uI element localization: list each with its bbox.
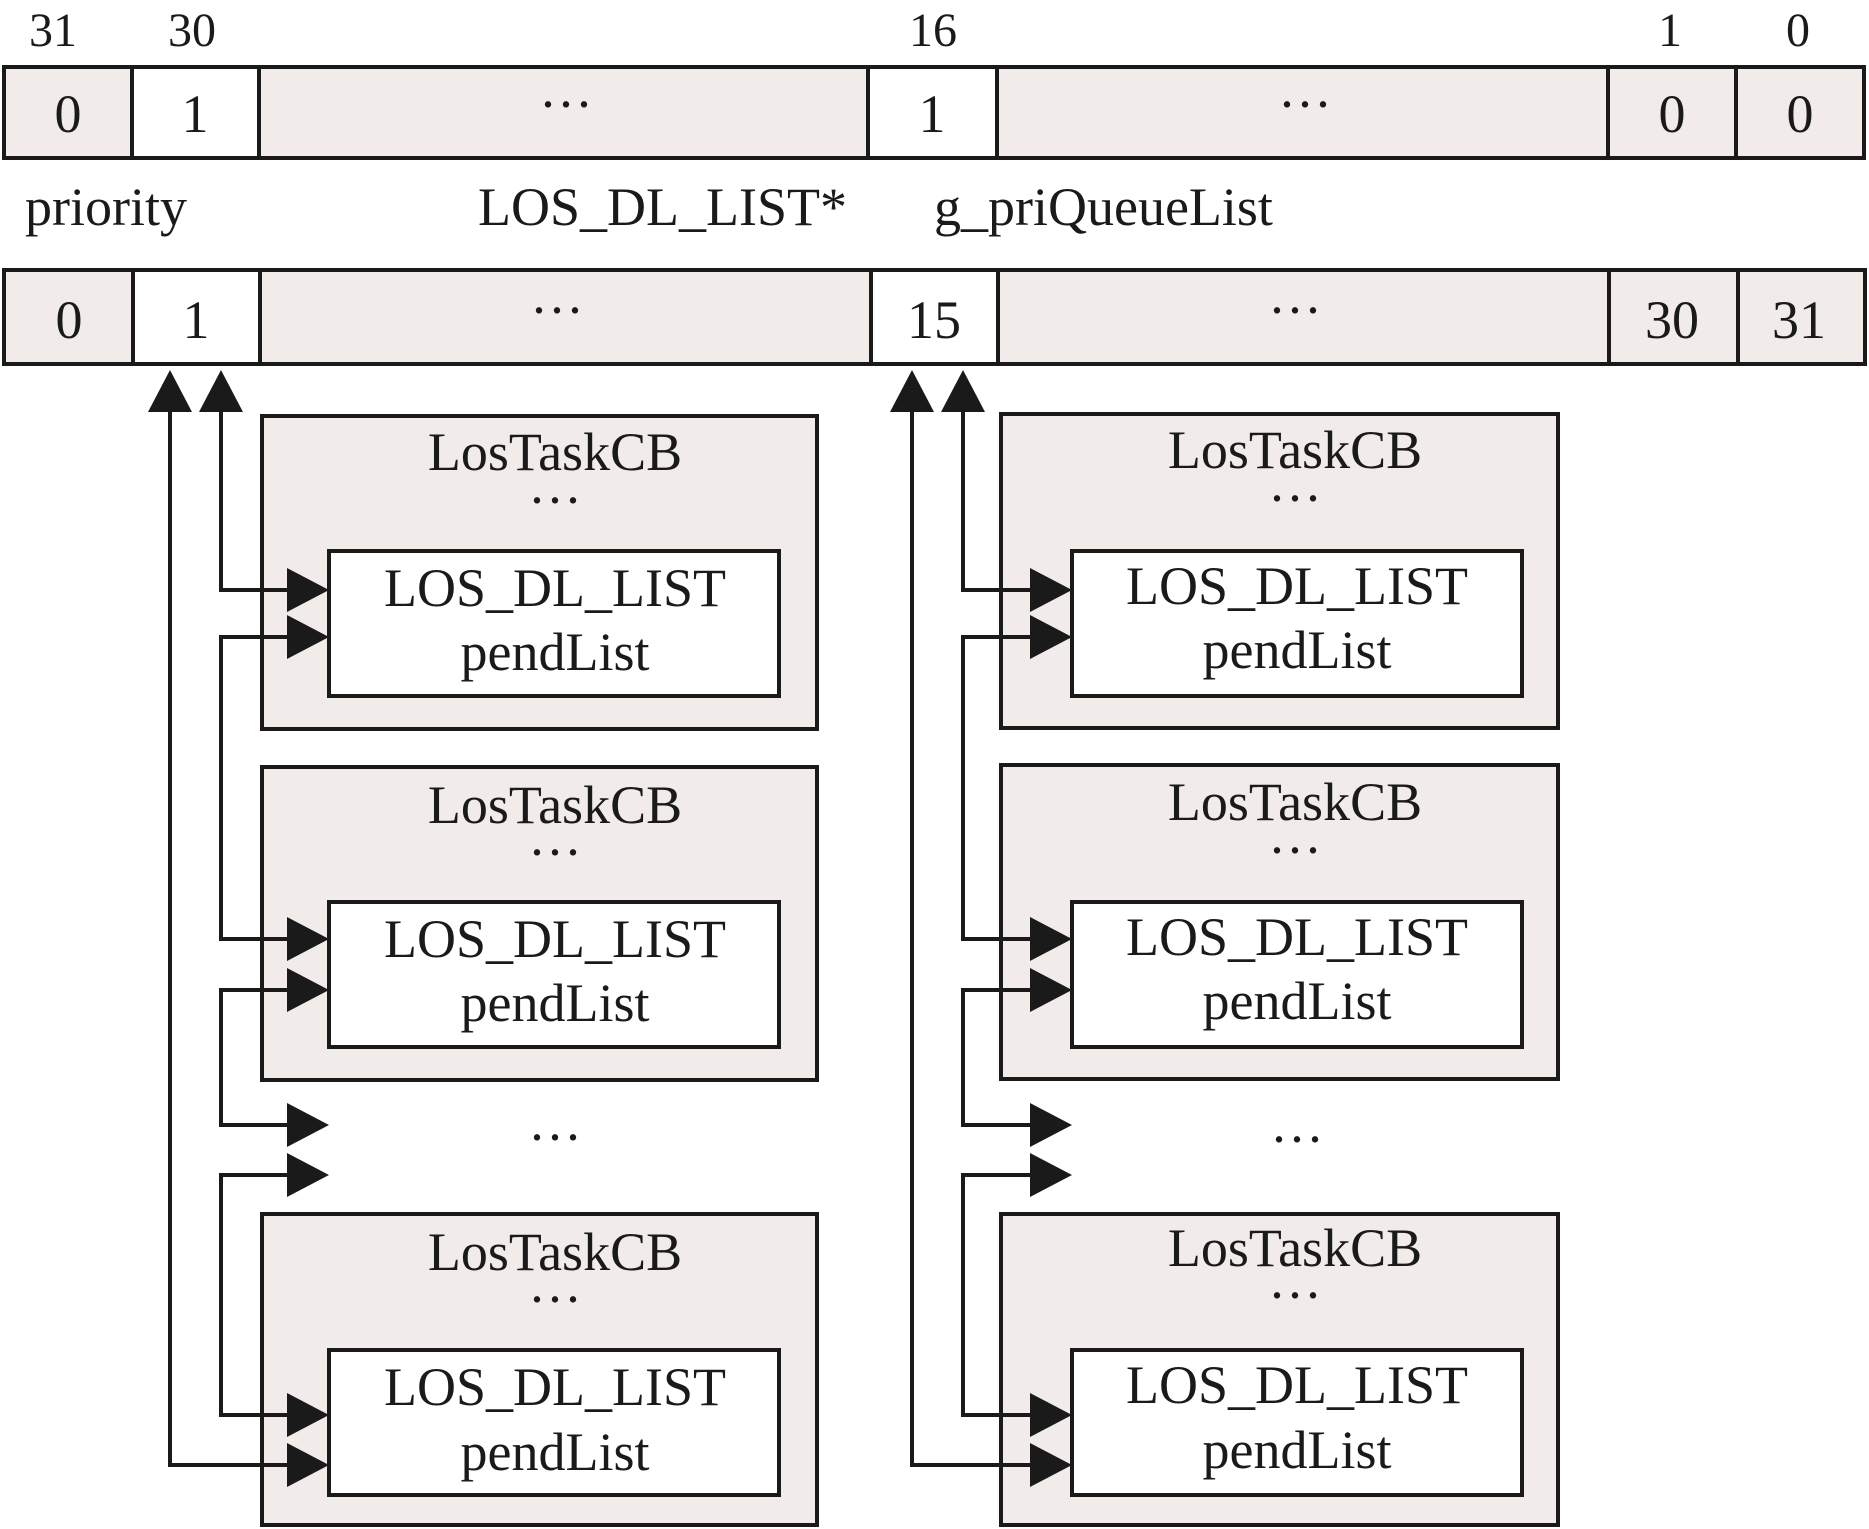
task-box-ellipsis: ···: [528, 822, 582, 882]
bit-label-1: 1: [1658, 4, 1682, 57]
doubly-linked-list-links: [890, 370, 1072, 1487]
priority-queue-list: 0 1 ··· 15 ··· 30 31: [2, 268, 1867, 366]
pend-list-name: pendList: [461, 1422, 650, 1482]
task-box-ellipsis: ···: [1268, 468, 1322, 528]
pend-list-node: [1070, 900, 1524, 1049]
queue-value-gap1: ···: [530, 280, 584, 340]
pend-list-type: LOS_DL_LIST: [1126, 1355, 1468, 1415]
pend-list-node: [327, 1348, 781, 1497]
task-box-title: LosTaskCB: [428, 1222, 682, 1282]
bitmap-cell-bit0: [1734, 65, 1866, 160]
task-box: LosTaskCB ··· LOS_DL_LIST pendList: [999, 412, 1560, 730]
bit-label-0: 0: [1786, 4, 1810, 57]
task-box: LosTaskCB ··· LOS_DL_LIST pendList: [999, 1212, 1560, 1527]
bit-label-30: 30: [168, 4, 216, 57]
bit-position-labels: 31 30 16 1 0: [29, 4, 1810, 57]
queue-cell-0: [2, 268, 135, 366]
task-box-ellipsis: ···: [1268, 820, 1322, 880]
queue-value-0: 0: [56, 290, 83, 350]
pend-list-name: pendList: [461, 973, 650, 1033]
pend-list-name: pendList: [1203, 971, 1392, 1031]
queue-value-31: 31: [1772, 290, 1826, 350]
pend-list-node: [327, 549, 781, 698]
bitmap-value-bit0: 0: [1787, 84, 1814, 144]
pend-list-name: pendList: [1203, 1420, 1392, 1480]
list-name-label: g_priQueueList: [934, 177, 1273, 237]
queue-value-1: 1: [183, 290, 210, 350]
task-box-ellipsis: ···: [528, 470, 582, 530]
pend-list-name: pendList: [461, 622, 650, 682]
task-column-priority-15: LosTaskCB ··· LOS_DL_LIST pendList LosTa…: [890, 370, 1560, 1527]
pend-list-type: LOS_DL_LIST: [1126, 907, 1468, 967]
bitmap-value-gap2: ···: [1278, 74, 1332, 134]
task-box: LosTaskCB ··· LOS_DL_LIST pendList: [260, 765, 819, 1082]
queue-cell-gap2: [996, 268, 1611, 366]
bit-label-16: 16: [909, 4, 957, 57]
pend-list-type: LOS_DL_LIST: [1126, 556, 1468, 616]
bitmap-cell-bit31: [2, 65, 134, 160]
task-box-title: LosTaskCB: [1168, 1218, 1422, 1278]
pend-list-type: LOS_DL_LIST: [384, 909, 726, 969]
task-box-title: LosTaskCB: [1168, 772, 1422, 832]
queue-value-30: 30: [1645, 290, 1699, 350]
queue-value-gap2: ···: [1268, 280, 1322, 340]
pend-list-type: LOS_DL_LIST: [384, 558, 726, 618]
bit-label-31: 31: [29, 4, 77, 57]
bitmap-value-bit16: 1: [919, 84, 946, 144]
queue-cell-31: [1736, 268, 1867, 366]
bitmap-cell-bit30: [130, 65, 261, 160]
pend-list-name: pendList: [1203, 620, 1392, 680]
task-box-title: LosTaskCB: [428, 422, 682, 482]
pend-list-node: [1070, 1348, 1524, 1497]
task-box-ellipsis: ···: [1268, 1265, 1322, 1325]
bitmap-value-bit31: 0: [55, 84, 82, 144]
bitmap-value-gap1: ···: [539, 74, 593, 134]
bitmap-cell-gap2: [995, 65, 1610, 160]
task-box: LosTaskCB ··· LOS_DL_LIST pendList: [260, 414, 819, 731]
queue-cell-30: [1607, 268, 1740, 366]
list-type-label: LOS_DL_LIST*: [478, 177, 847, 237]
doubly-linked-list-links: [148, 370, 329, 1487]
queue-value-15: 15: [907, 290, 961, 350]
bitmap-value-bit30: 1: [182, 84, 209, 144]
pend-list-type: LOS_DL_LIST: [384, 1357, 726, 1417]
priority-bitmap: 0 1 ··· 1 ··· 0 0: [2, 65, 1866, 160]
pend-list-node: [327, 900, 781, 1049]
bitmap-cell-bit1: [1606, 65, 1738, 160]
priority-label: priority: [25, 177, 187, 237]
bitmap-value-bit1: 0: [1659, 84, 1686, 144]
task-box: LosTaskCB ··· LOS_DL_LIST pendList: [260, 1212, 819, 1527]
task-box: LosTaskCB ··· LOS_DL_LIST pendList: [999, 763, 1560, 1081]
queue-cell-1: [131, 268, 262, 366]
task-box-ellipsis: ···: [528, 1269, 582, 1329]
task-box-title: LosTaskCB: [1168, 420, 1422, 480]
bitmap-cell-gap1: [257, 65, 870, 160]
more-tasks-ellipsis: ···: [528, 1107, 582, 1167]
queue-cell-gap1: [258, 268, 873, 366]
pend-list-node: [1070, 549, 1524, 698]
more-tasks-ellipsis: ···: [1270, 1109, 1324, 1169]
task-column-priority-1: LosTaskCB ··· LOS_DL_LIST pendList LosTa…: [148, 370, 819, 1527]
task-box-title: LosTaskCB: [428, 775, 682, 835]
